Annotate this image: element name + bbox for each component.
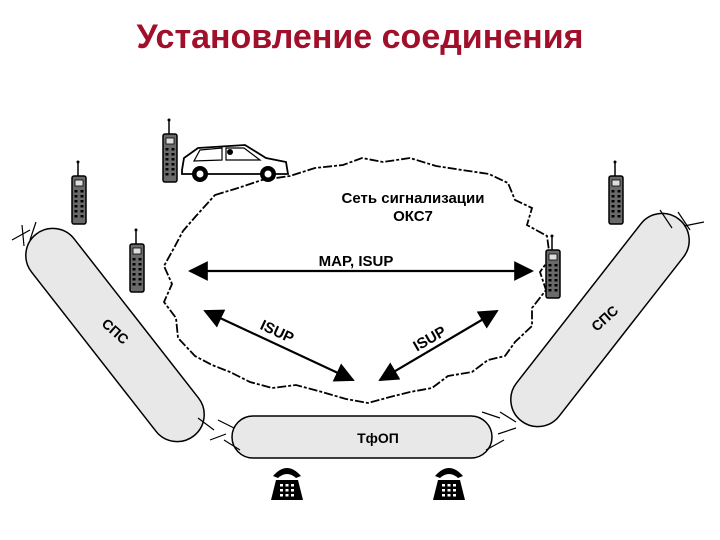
- left-isup-arrow: [203, 309, 355, 382]
- car-icon: [181, 144, 290, 182]
- right-mobile-network: [510, 212, 690, 428]
- cloud-label-line1: Сеть сигнализации: [342, 190, 485, 207]
- mobile-phone-icon: [162, 117, 178, 183]
- mobile-phone-icon: [71, 159, 87, 225]
- pstn-network: [231, 415, 493, 459]
- cloud-label-line2: ОКС7: [393, 208, 433, 225]
- link-ticks: [11, 209, 705, 451]
- map-isup-label: MAP, ISUP: [319, 253, 394, 270]
- mobile-phone-icon: [129, 227, 145, 293]
- right-isup-arrow: [378, 309, 499, 382]
- page-title: Установление соединения: [136, 18, 584, 56]
- bottom-network-label: ТфОП: [357, 430, 399, 446]
- mobile-phone-icon: [608, 159, 624, 225]
- desk-telephone-icon: [271, 468, 303, 500]
- left-mobile-network: [25, 227, 205, 443]
- desk-telephone-icon: [433, 468, 465, 500]
